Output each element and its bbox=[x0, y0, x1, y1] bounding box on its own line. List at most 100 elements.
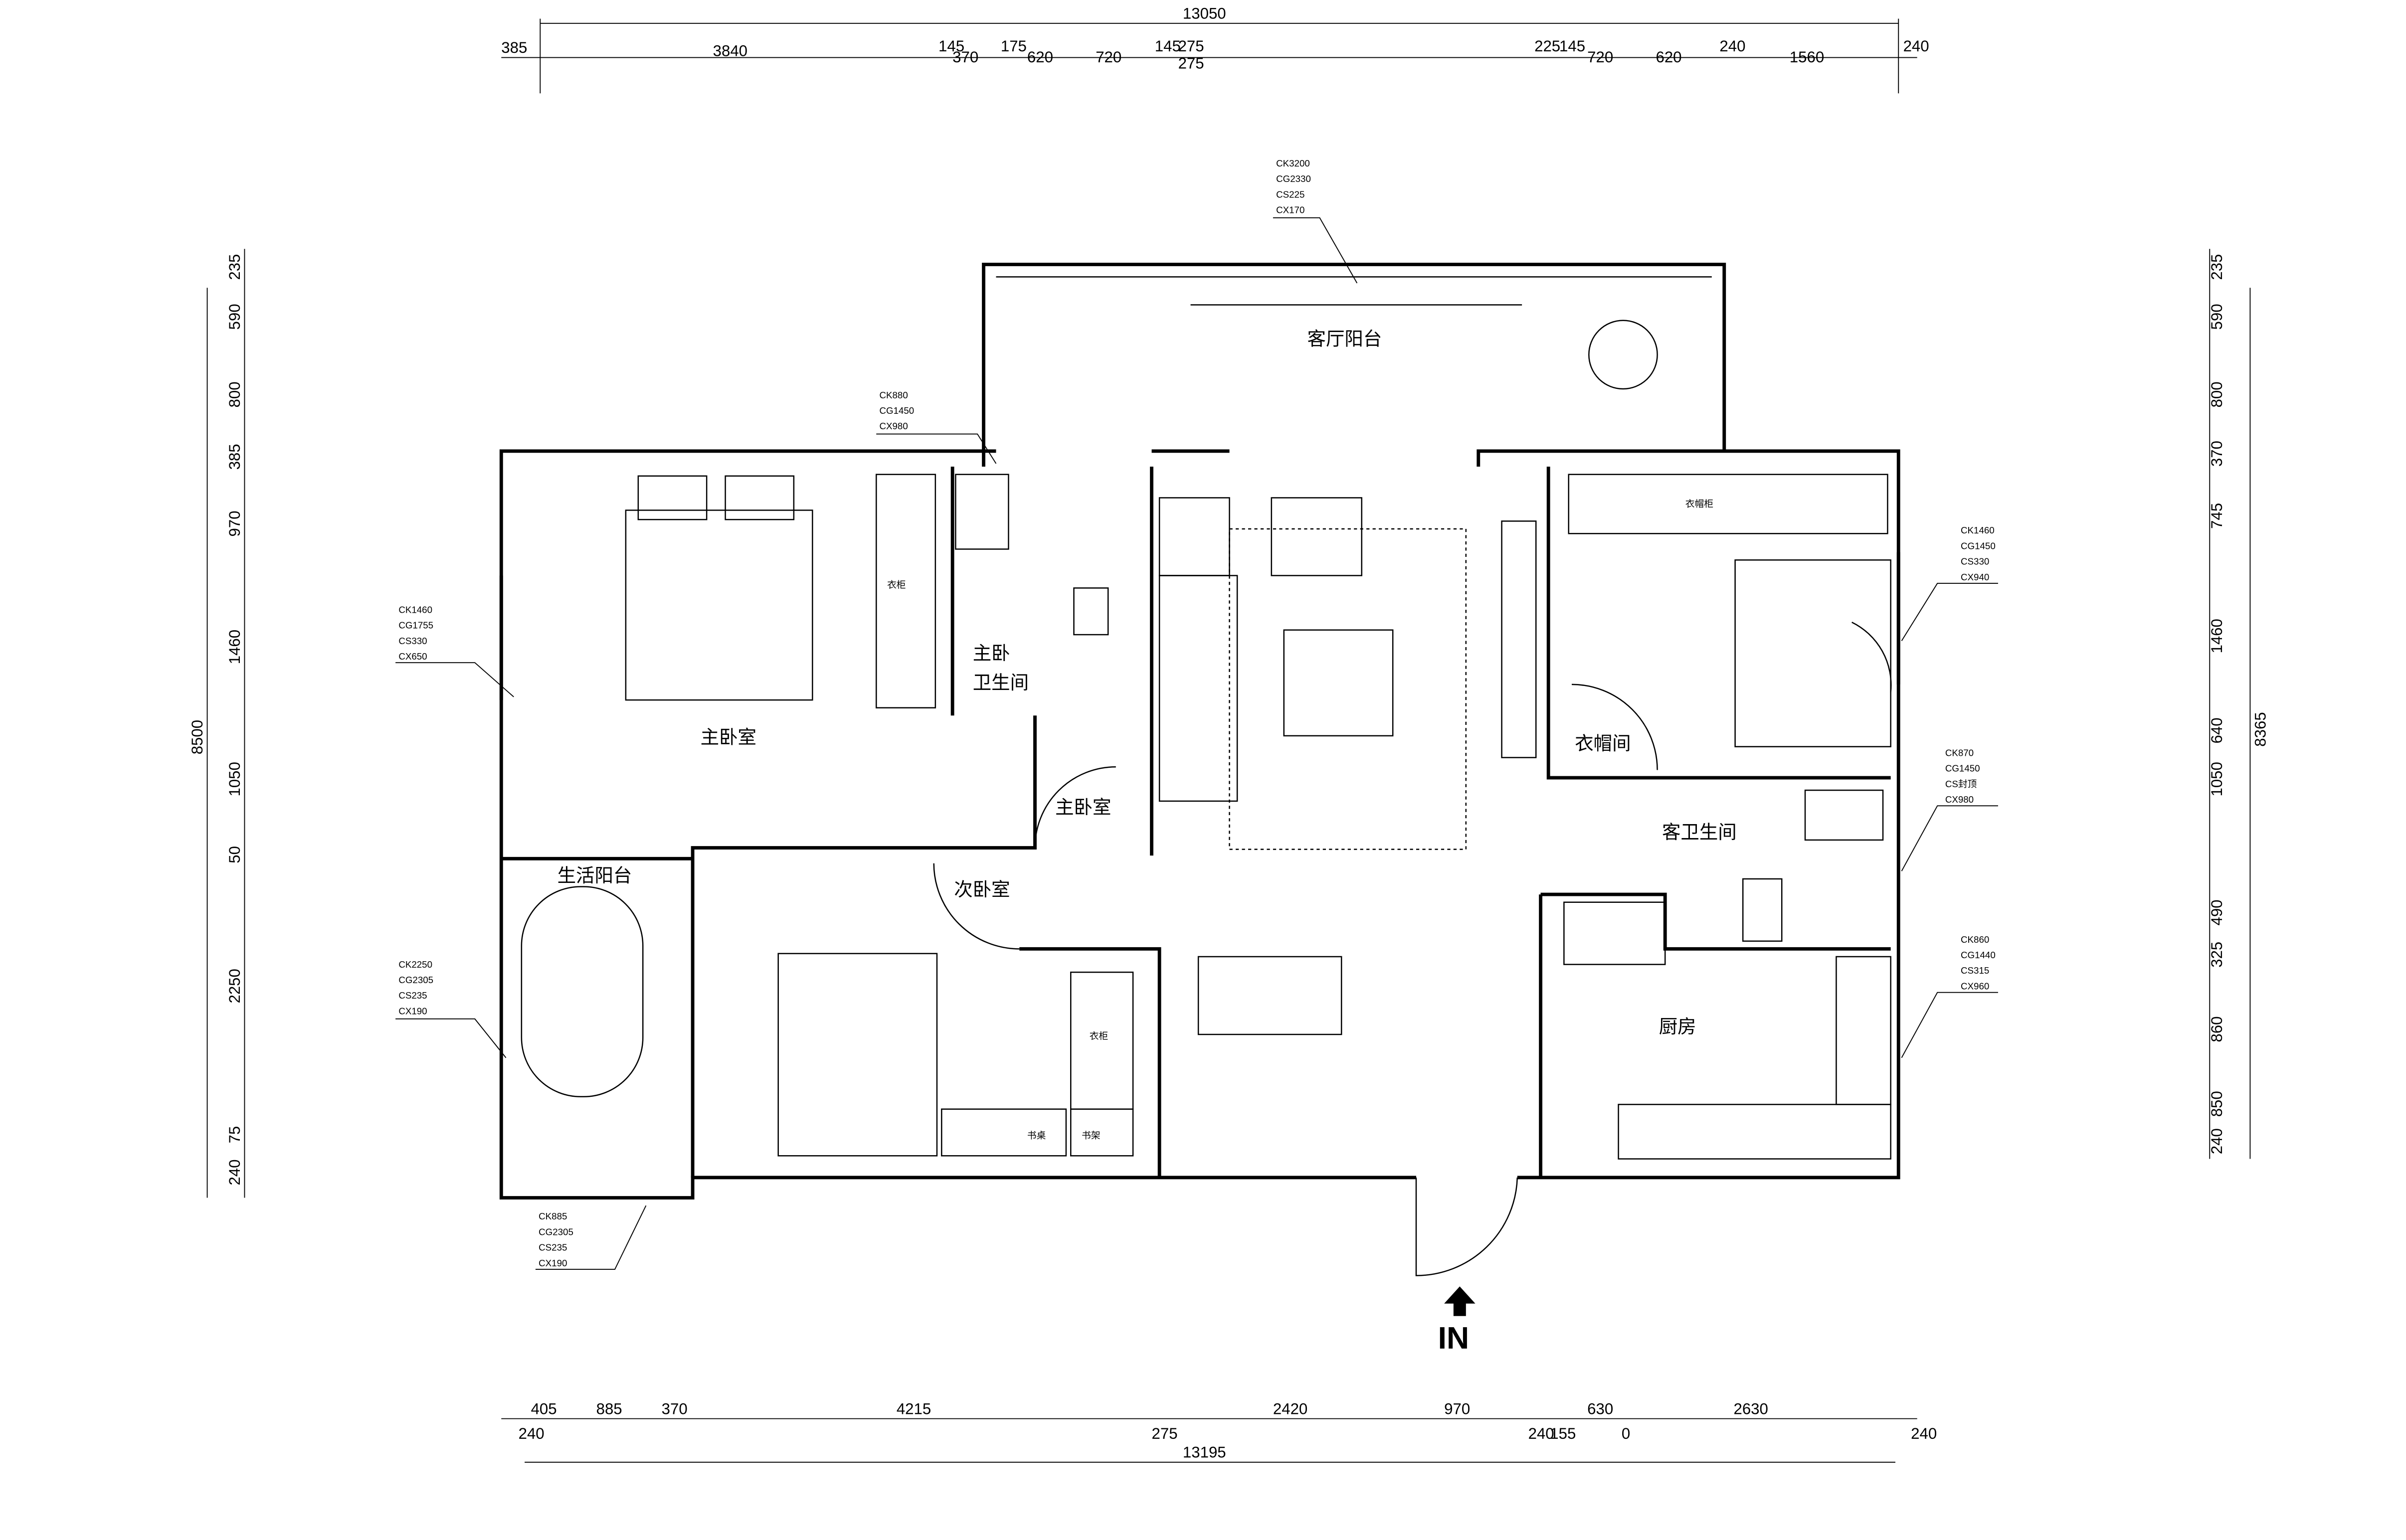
svg-text:CX940: CX940 bbox=[1961, 572, 1989, 582]
svg-text:CG2330: CG2330 bbox=[1276, 173, 1311, 184]
plant-icon bbox=[1588, 320, 1658, 390]
room-labels: 客厅阳台 主卧室 主卧 卫生间 主卧室 次卧室 生活阳台 衣帽间 客卫生间 厨房 bbox=[557, 328, 1737, 1037]
dim-top: 145 bbox=[1559, 37, 1585, 55]
svg-text:CK1460: CK1460 bbox=[398, 604, 432, 615]
dim-bottom: 0 bbox=[1622, 1425, 1630, 1442]
dim-right: 850 bbox=[2208, 1091, 2225, 1117]
dim-left: 50 bbox=[226, 846, 243, 863]
dim-left: 1050 bbox=[226, 762, 243, 796]
dim-bottom: 970 bbox=[1444, 1400, 1470, 1417]
room-master-bath: 卫生间 bbox=[973, 672, 1029, 693]
sofa bbox=[1158, 575, 1238, 802]
dining-table bbox=[1197, 956, 1342, 1035]
desk bbox=[941, 1108, 1067, 1157]
room-master-bath: 主卧 bbox=[973, 642, 1010, 664]
room-master-bedroom-door: 主卧室 bbox=[1055, 796, 1111, 818]
dim-top: 385 bbox=[501, 39, 527, 56]
bottom-dimension-chain: 405 240 885 370 4215 275 2420 970 240 15… bbox=[501, 1400, 1937, 1463]
rug bbox=[1229, 528, 1467, 850]
desk-label: 书桌 bbox=[1027, 1131, 1046, 1141]
dim-right: 1050 bbox=[2208, 762, 2225, 796]
dim-right: 490 bbox=[2208, 899, 2225, 925]
dim-left: 1460 bbox=[226, 630, 243, 664]
svg-text:CG1440: CG1440 bbox=[1961, 950, 1996, 960]
svg-text:CS330: CS330 bbox=[398, 636, 427, 646]
entrance-label: IN bbox=[1438, 1321, 1469, 1356]
room-second-bedroom: 次卧室 bbox=[954, 878, 1010, 900]
dim-bottom: 885 bbox=[596, 1400, 622, 1417]
wardrobe bbox=[876, 474, 936, 708]
svg-text:CK1460: CK1460 bbox=[1961, 525, 1995, 535]
dim-left: 75 bbox=[226, 1126, 243, 1144]
wardrobe-label: 衣柜 bbox=[887, 580, 906, 590]
dim-bottom: 2420 bbox=[1273, 1400, 1307, 1417]
cloak-cabinet bbox=[1568, 474, 1888, 534]
dim-right-total: 8365 bbox=[2252, 712, 2269, 746]
dim-top: 175 bbox=[1001, 37, 1027, 55]
dim-top: 275 bbox=[1178, 37, 1204, 55]
dim-right: 590 bbox=[2208, 304, 2225, 330]
dim-bottom: 240 bbox=[1528, 1425, 1554, 1442]
svg-text:CK870: CK870 bbox=[1945, 747, 1974, 758]
svg-text:CX170: CX170 bbox=[1276, 204, 1304, 215]
svg-text:CG1450: CG1450 bbox=[1961, 540, 1996, 551]
walls bbox=[499, 263, 1900, 1276]
washer-rack bbox=[521, 886, 644, 1097]
dim-bottom: 4215 bbox=[897, 1400, 931, 1417]
svg-text:CG1755: CG1755 bbox=[398, 620, 433, 631]
top-dimension-chain: 13050 385 3840 145 370 175 620 720 145 2… bbox=[501, 4, 1929, 94]
dim-bottom: 405 bbox=[531, 1400, 557, 1417]
svg-text:CX190: CX190 bbox=[398, 1006, 427, 1016]
svg-text:CK860: CK860 bbox=[1961, 934, 1989, 945]
dim-bottom: 2630 bbox=[1733, 1400, 1768, 1417]
svg-text:CS235: CS235 bbox=[539, 1242, 567, 1253]
dim-bottom: 275 bbox=[1152, 1425, 1178, 1442]
furniture: 衣柜 衣帽柜 衣柜 书桌 书架 bbox=[521, 320, 1891, 1160]
svg-text:CS330: CS330 bbox=[1961, 556, 1989, 567]
dim-top: 240 bbox=[1903, 37, 1929, 55]
svg-text:CX980: CX980 bbox=[879, 421, 908, 431]
svg-text:CK3200: CK3200 bbox=[1276, 158, 1310, 169]
dim-top: 145 bbox=[1155, 37, 1181, 55]
wardrobe-right-label: 衣帽柜 bbox=[1685, 499, 1713, 510]
sink bbox=[955, 474, 1009, 550]
dim-right: 240 bbox=[2208, 1128, 2225, 1154]
svg-text:CS225: CS225 bbox=[1276, 189, 1304, 199]
svg-text:CK885: CK885 bbox=[539, 1211, 567, 1221]
svg-text:CG1450: CG1450 bbox=[1945, 763, 1980, 774]
svg-text:CX980: CX980 bbox=[1945, 794, 1974, 805]
dim-bottom: 155 bbox=[1550, 1425, 1576, 1442]
dim-left: 240 bbox=[226, 1160, 243, 1186]
dim-left: 800 bbox=[226, 381, 243, 407]
room-living-balcony: 客厅阳台 bbox=[1307, 328, 1382, 350]
guest-basin bbox=[1804, 789, 1884, 841]
third-bed bbox=[777, 953, 938, 1157]
dim-top: 225 bbox=[1534, 37, 1560, 55]
dim-top: 720 bbox=[1587, 48, 1613, 66]
second-bed bbox=[1734, 559, 1891, 747]
arrow-up-icon bbox=[1444, 1286, 1476, 1316]
svg-text:CK880: CK880 bbox=[879, 390, 908, 400]
dim-right: 745 bbox=[2208, 503, 2225, 529]
dim-top: 620 bbox=[1027, 48, 1053, 66]
guest-toilet bbox=[1742, 878, 1783, 942]
dim-top: 145 bbox=[938, 37, 964, 55]
dim-top: 3840 bbox=[713, 42, 747, 59]
svg-text:CX190: CX190 bbox=[539, 1258, 567, 1268]
dim-left: 970 bbox=[226, 511, 243, 536]
dim-top: 240 bbox=[1719, 37, 1745, 55]
tv-cabinet bbox=[1501, 520, 1537, 758]
master-bed bbox=[625, 510, 813, 701]
dim-top: 1560 bbox=[1790, 48, 1824, 66]
dim-bottom: 630 bbox=[1587, 1400, 1613, 1417]
room-utility-balcony: 生活阳台 bbox=[557, 864, 632, 886]
svg-text:CX650: CX650 bbox=[398, 651, 427, 662]
